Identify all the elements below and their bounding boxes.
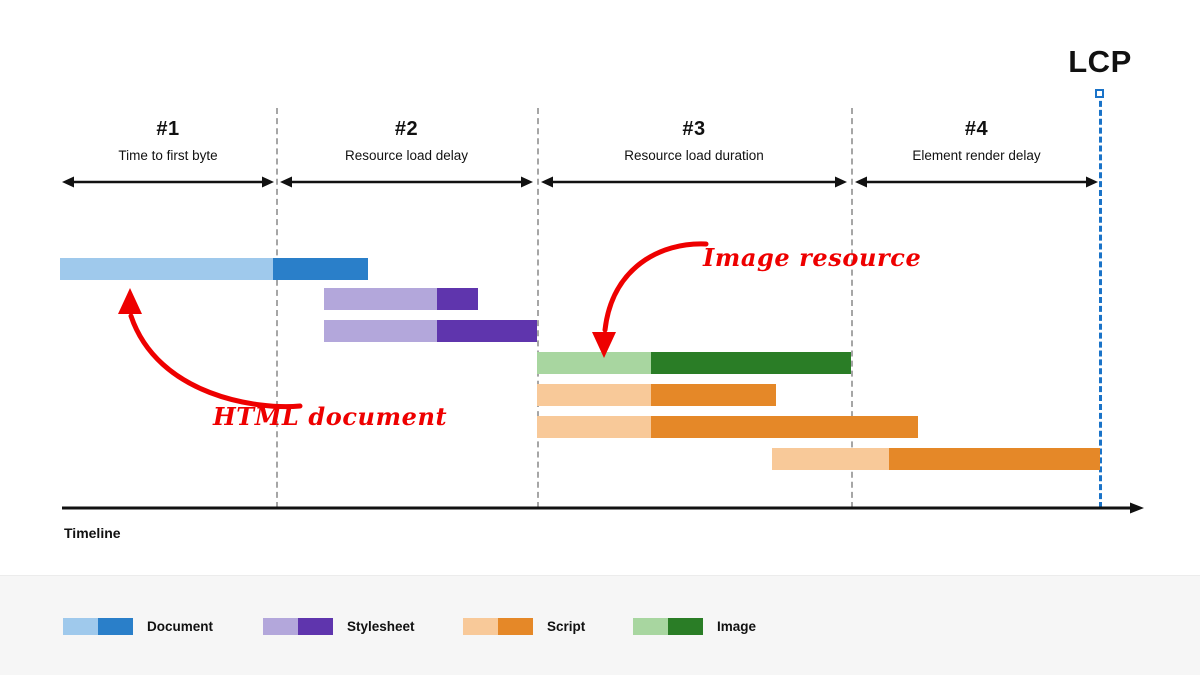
phase-span-arrow-2: [280, 176, 533, 188]
legend-image-swatch-icon: [633, 617, 703, 635]
bar-stylesheet-2-wait-segment: [324, 320, 437, 342]
phase-name-1: Time to first byte: [118, 148, 218, 163]
bar-image-wait-segment: [537, 352, 651, 374]
divider-phase-2-3: [537, 108, 539, 508]
phase-number-2: #2: [394, 118, 419, 140]
lcp-title: LCP: [1068, 44, 1132, 79]
bar-script-3-wait-segment: [772, 448, 889, 470]
legend-document[interactable]: Document: [63, 617, 213, 635]
phase-number-4: #4: [964, 118, 989, 140]
bar-script-1-wait-segment: [537, 384, 651, 406]
legend-script[interactable]: Script: [463, 617, 585, 635]
bar-image[interactable]: [537, 352, 851, 374]
legend-stylesheet[interactable]: Stylesheet: [263, 617, 415, 635]
legend-image-label: Image: [717, 618, 757, 634]
bar-stylesheet-1-download-segment: [437, 288, 478, 310]
bar-document[interactable]: [60, 258, 368, 280]
bar-document-wait-segment: [60, 258, 273, 280]
phase-number-1: #1: [156, 118, 180, 140]
bar-stylesheet-2-download-segment: [437, 320, 537, 342]
legend-script-swatch-icon: [463, 617, 533, 635]
bar-document-download-segment: [273, 258, 368, 280]
legend-stylesheet-label: Stylesheet: [347, 618, 415, 634]
bar-script-2[interactable]: [537, 416, 918, 438]
bar-stylesheet-1[interactable]: [324, 288, 478, 310]
timeline-axis-label: Timeline: [64, 525, 121, 541]
legend-image[interactable]: Image: [633, 617, 756, 635]
phase-span-arrow-4: [855, 176, 1098, 188]
bar-script-2-download-segment: [651, 416, 918, 438]
timeline-axis: [62, 502, 1144, 514]
annotation-html-document: HTML document: [213, 402, 448, 431]
bar-image-download-segment: [651, 352, 851, 374]
legend-footer: [0, 575, 1200, 675]
phase-name-3: Resource load duration: [624, 148, 764, 163]
divider-phase-3-4: [851, 108, 853, 508]
legend-document-label: Document: [147, 618, 214, 634]
bar-stylesheet-2[interactable]: [324, 320, 537, 342]
bar-stylesheet-1-wait-segment: [324, 288, 437, 310]
phase-span-arrow-1: [62, 176, 274, 188]
bar-script-1[interactable]: [537, 384, 776, 406]
lcp-marker-cap-icon: [1095, 89, 1104, 98]
divider-phase-1-2: [276, 108, 278, 508]
legend-script-label: Script: [547, 618, 586, 634]
phase-name-2: Resource load delay: [344, 148, 469, 163]
bar-script-3[interactable]: [772, 448, 1100, 470]
bar-script-2-wait-segment: [537, 416, 651, 438]
annotation-image-resource: Image resource: [703, 243, 922, 272]
phase-name-4: Element render delay: [912, 148, 1041, 163]
bar-script-1-download-segment: [651, 384, 776, 406]
annotation-arrow-image-resource: [588, 238, 713, 360]
legend-stylesheet-swatch-icon: [263, 617, 333, 635]
legend-document-swatch-icon: [63, 617, 133, 635]
lcp-marker-line: [1099, 92, 1102, 508]
phase-span-arrow-3: [541, 176, 847, 188]
plot-area: [0, 0, 1200, 575]
annotation-arrow-html-document: [118, 288, 308, 413]
bar-script-3-download-segment: [889, 448, 1100, 470]
phase-number-3: #3: [682, 118, 706, 140]
